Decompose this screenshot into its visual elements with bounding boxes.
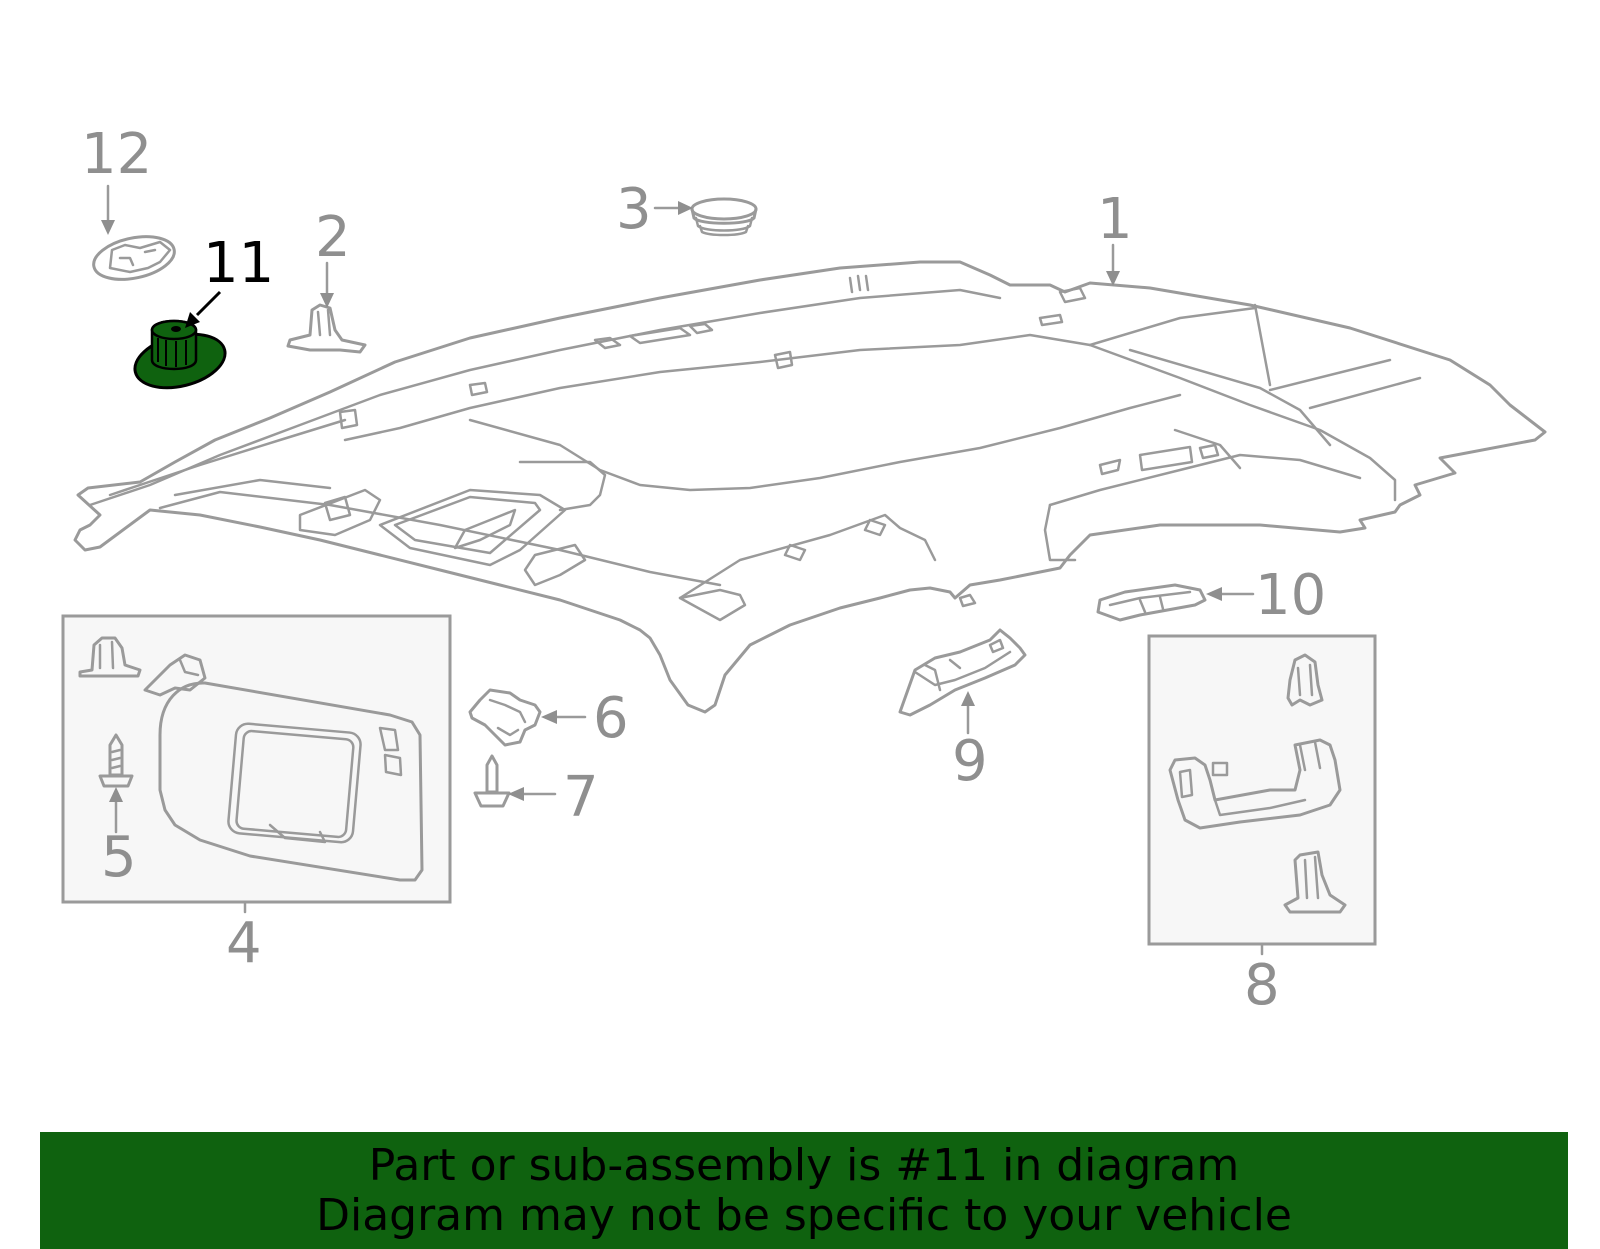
part-5-screw[interactable] <box>98 733 134 788</box>
callout-labels: 12 11 2 3 1 10 6 7 9 5 4 8 <box>81 122 1326 1018</box>
callout-2: 2 <box>315 205 351 270</box>
part-11-ribs <box>157 338 187 367</box>
part-9-console[interactable] <box>898 628 1027 717</box>
part-12-clip[interactable] <box>90 230 179 286</box>
callout-1: 1 <box>1097 187 1133 252</box>
part-3-grommet[interactable] <box>690 197 758 237</box>
banner-line-part: Part or sub-assembly is #11 in diagram <box>368 1139 1240 1191</box>
callout-9: 9 <box>952 729 988 794</box>
callout-4: 4 <box>226 911 262 976</box>
banner-line-disclaimer: Diagram may not be specific to your vehi… <box>316 1189 1292 1241</box>
part-1-headliner[interactable] <box>73 260 1547 714</box>
callout-8: 8 <box>1244 953 1280 1018</box>
part-10-bracket[interactable] <box>1096 583 1207 622</box>
leader-lines <box>101 184 1264 956</box>
callout-7: 7 <box>563 765 599 830</box>
part-11-hole <box>171 326 181 332</box>
callout-10: 10 <box>1255 563 1326 628</box>
callout-3: 3 <box>616 177 652 242</box>
info-banner: Part or sub-assembly is #11 in diagram D… <box>40 1132 1568 1249</box>
callout-5: 5 <box>101 825 137 890</box>
callout-12: 12 <box>81 122 152 187</box>
part-6-bracket[interactable] <box>468 688 542 747</box>
callout-11: 11 <box>203 231 274 296</box>
callout-6: 6 <box>593 686 629 751</box>
part-8-grab-handle-group[interactable] <box>1147 634 1377 946</box>
part-4-sun-visor-group[interactable] <box>61 614 452 904</box>
part-11-highlighted[interactable] <box>129 319 230 396</box>
part-7-screw[interactable] <box>473 754 511 808</box>
part-2-clip[interactable] <box>286 303 367 354</box>
